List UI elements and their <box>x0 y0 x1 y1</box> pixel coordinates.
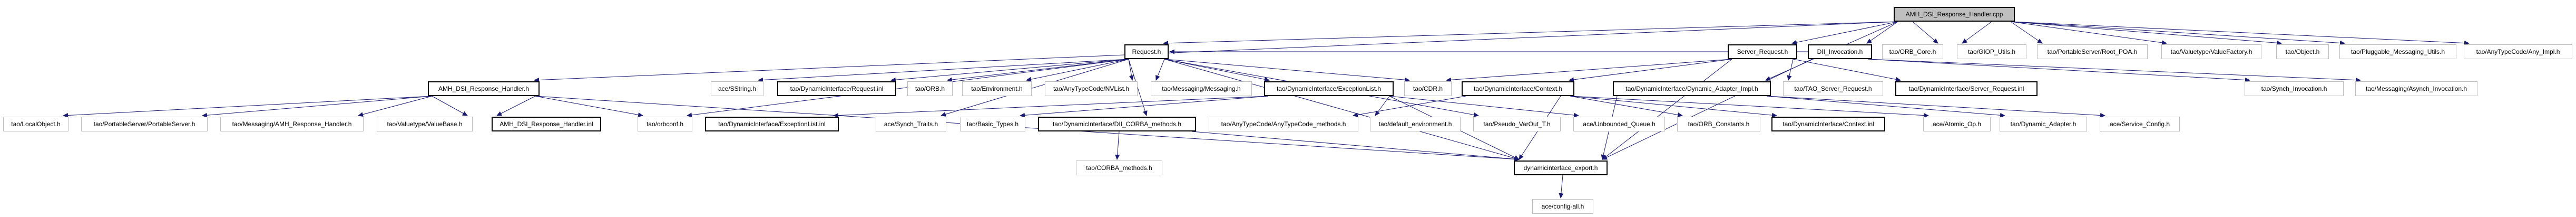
graph-node-pluggable[interactable]: tao/Pluggable_Messaging_Utils.h <box>2339 44 2456 59</box>
edge-request_h-to-sstring <box>758 59 1129 82</box>
edge-context_h-to-anytypecode_methods <box>1353 96 1466 117</box>
edge-exceptionlist_h-to-exceptionlist_inl <box>833 96 1269 118</box>
graph-node-synch_traits[interactable]: ace/Synch_Traits.h <box>876 117 946 131</box>
graph-node-corba_methods[interactable]: tao/CORBA_methods.h <box>1076 161 1162 175</box>
edge-request_h-to-cdr <box>1164 59 1410 82</box>
graph-node-tao_server_request[interactable]: tao/TAO_Server_Request.h <box>1783 81 1883 96</box>
graph-node-pseudo_varout[interactable]: tao/Pseudo_VarOut_T.h <box>1473 117 1561 131</box>
edge-group <box>63 21 2470 199</box>
graph-node-object_h[interactable]: tao/Object.h <box>2276 44 2329 59</box>
edge-exceptionlist_h-to-default_environment <box>1375 96 1390 116</box>
graph-node-anytypecode_methods[interactable]: tao/AnyTypeCode/AnyTypeCode_methods.h <box>1209 117 1358 131</box>
edge-dii_corba_methods-to-export <box>1191 131 1520 162</box>
edge-request_h-to-synch_traits <box>941 59 1129 117</box>
graph-node-localobject[interactable]: tao/LocalObject.h <box>3 117 68 131</box>
edge-server_request_h-to-cdr <box>1446 59 1732 82</box>
graph-node-giop_utils[interactable]: tao/GIOP_Utils.h <box>1957 44 2026 59</box>
graph-node-cpp: AMH_DSI_Response_Handler.cpp <box>1894 7 2015 22</box>
edge-amh_h-to-localobject <box>63 96 433 118</box>
graph-node-export[interactable]: dynamicinterface_export.h <box>1514 161 1608 175</box>
edge-export-to-config_all <box>1559 175 1564 199</box>
graph-node-messaging[interactable]: tao/Messaging/Messaging.h <box>1151 81 1252 96</box>
edge-cpp-to-amh_h <box>534 21 1898 83</box>
graph-node-dyn_adapter_impl[interactable]: tao/DynamicInterface/Dynamic_Adapter_Imp… <box>1613 81 1771 96</box>
edge-request_h-to-nvlist <box>1128 59 1134 81</box>
edge-amh_h-to-portableserver <box>202 96 433 118</box>
graph-node-unbounded_queue[interactable]: ace/Unbounded_Queue.h <box>1573 117 1665 131</box>
graph-node-valuefactory[interactable]: tao/Valuetype/ValueFactory.h <box>2161 44 2261 59</box>
graph-node-server_request_h[interactable]: Server_Request.h <box>1728 44 1797 59</box>
graph-node-request_h[interactable]: Request.h <box>1124 44 1169 59</box>
graph-node-basic_types[interactable]: tao/Basic_Types.h <box>960 117 1025 131</box>
edge-cpp-to-any_impl <box>2010 21 2470 46</box>
edge-context_h-to-atomic_op <box>1570 96 1929 118</box>
graph-node-default_environment[interactable]: tao/default_environment.h <box>1370 117 1461 131</box>
graph-node-dynamic_adapter[interactable]: tao/Dynamic_Adapter.h <box>2000 117 2087 131</box>
graph-node-amh_h[interactable]: AMH_DSI_Response_Handler.h <box>428 81 540 96</box>
edge-request_h-to-export <box>1164 59 1520 161</box>
graph-node-any_impl[interactable]: tao/AnyTypeCode/Any_Impl.h <box>2464 44 2572 59</box>
edge-cpp-to-request_h <box>1163 21 1898 46</box>
edge-dyn_adapter_impl-to-service_config <box>1766 96 2105 118</box>
edge-exceptionlist_h-to-unbounded_queue <box>1389 96 1579 118</box>
edge-amh_h-to-export <box>535 96 1520 162</box>
edge-amh_h-to-amh_inl <box>496 96 536 116</box>
graph-node-orb_core[interactable]: tao/ORB_Core.h <box>1882 44 1943 59</box>
graph-node-sstring[interactable]: ace/SString.h <box>711 81 763 96</box>
graph-node-dii_corba_methods[interactable]: tao/DynamicInterface/DII_CORBA_methods.h <box>1038 117 1196 131</box>
edge-context_h-to-context_inl <box>1570 96 1777 118</box>
graph-node-root_poa[interactable]: tao/PortableServer/Root_POA.h <box>2037 44 2148 59</box>
edge-amh_h-to-valuebase <box>432 96 468 116</box>
graph-node-portableserver[interactable]: tao/PortableServer/PortableServer.h <box>81 117 208 131</box>
edge-request_h-to-dii_corba_methods <box>1128 59 1148 116</box>
graph-node-nvlist[interactable]: tao/AnyTypeCode/NVList.h <box>1045 81 1138 96</box>
edge-server_request_h-to-server_request_inl <box>1793 59 1901 82</box>
edge-request_h-to-environment <box>1026 59 1129 82</box>
edge-cpp-to-server_request_h <box>1791 21 1898 45</box>
edge-amh_h-to-amh_response_handler <box>358 96 433 117</box>
graph-node-orb_h[interactable]: tao/ORB.h <box>907 81 953 96</box>
edge-context_h-to-orb_constants <box>1570 96 1683 117</box>
graph-node-context_h[interactable]: tao/DynamicInterface/Context.h <box>1462 81 1574 96</box>
graph-node-config_all[interactable]: ace/config-all.h <box>1532 199 1593 214</box>
edge-cpp-to-valuefactory <box>2010 21 2167 45</box>
edge-dii_corba_methods-to-corba_methods <box>1115 131 1120 160</box>
edge-server_request_h-to-tao_server_request <box>1787 59 1794 81</box>
edge-request_h-to-exceptionlist_h <box>1164 59 1270 82</box>
graph-node-atomic_op[interactable]: ace/Atomic_Op.h <box>1923 117 1991 131</box>
edge-dyn_adapter_impl-to-dynamic_adapter <box>1766 96 2005 118</box>
graph-node-environment[interactable]: tao/Environment.h <box>962 81 1032 96</box>
graph-node-asynch_invocation[interactable]: tao/Messaging/Asynch_Invocation.h <box>2355 81 2477 96</box>
edge-request_h-to-request_inl <box>890 59 1129 82</box>
edge-cpp-to-giop_utils <box>1962 21 1992 44</box>
edge-cpp-to-orb_core <box>1912 21 1938 44</box>
edge-cpp-to-object_h <box>2010 21 2282 45</box>
edge-dii_invocation_h-to-asynch_invocation <box>1867 59 2361 83</box>
graph-node-dii_invocation_h[interactable]: DII_Invocation.h <box>1808 44 1872 59</box>
edge-request_h-to-orb_h <box>947 59 1129 82</box>
edge-cpp-to-dii_invocation_h <box>1866 21 1898 44</box>
edge-server_request_h-to-context_h <box>1569 59 1732 82</box>
graph-node-request_inl[interactable]: tao/DynamicInterface/Request.inl <box>777 81 896 96</box>
graph-node-exceptionlist_h[interactable]: tao/DynamicInterface/ExceptionList.h <box>1264 81 1394 96</box>
edge-exceptionlist_h-to-basic_types <box>1020 96 1269 118</box>
graph-node-server_request_inl[interactable]: tao/DynamicInterface/Server_Request.inl <box>1895 81 2038 96</box>
graph-node-amh_response_handler[interactable]: tao/Messaging/AMH_Response_Handler.h <box>220 117 364 131</box>
graph-node-context_inl[interactable]: tao/DynamicInterface/Context.inl <box>1771 117 1885 131</box>
edge-dii_invocation_h-to-synch_invocation <box>1867 59 2250 82</box>
graph-node-valuebase[interactable]: tao/Valuetype/ValueBase.h <box>377 117 473 131</box>
edge-amh_h-to-orbconf <box>535 96 643 117</box>
edge-cpp-to-pluggable <box>2010 21 2345 45</box>
edge-request_h-to-messaging <box>1155 59 1165 81</box>
edge-server_request_h-to-export <box>1602 59 1732 160</box>
graph-node-amh_inl[interactable]: AMH_DSI_Response_Handler.inl <box>492 117 601 131</box>
graph-node-synch_invocation[interactable]: tao/Synch_Invocation.h <box>2245 81 2344 96</box>
graph-node-exceptionlist_inl[interactable]: tao/DynamicInterface/ExceptionList.inl <box>705 117 839 131</box>
graph-node-service_config[interactable]: ace/Service_Config.h <box>2100 117 2180 131</box>
graph-node-orbconf[interactable]: tao/orbconf.h <box>638 117 692 131</box>
edge-cpp-to-root_poa <box>2010 21 2043 44</box>
graph-node-orb_constants[interactable]: tao/ORB_Constants.h <box>1677 117 1760 131</box>
graph-node-cdr[interactable]: tao/CDR.h <box>1404 81 1452 96</box>
